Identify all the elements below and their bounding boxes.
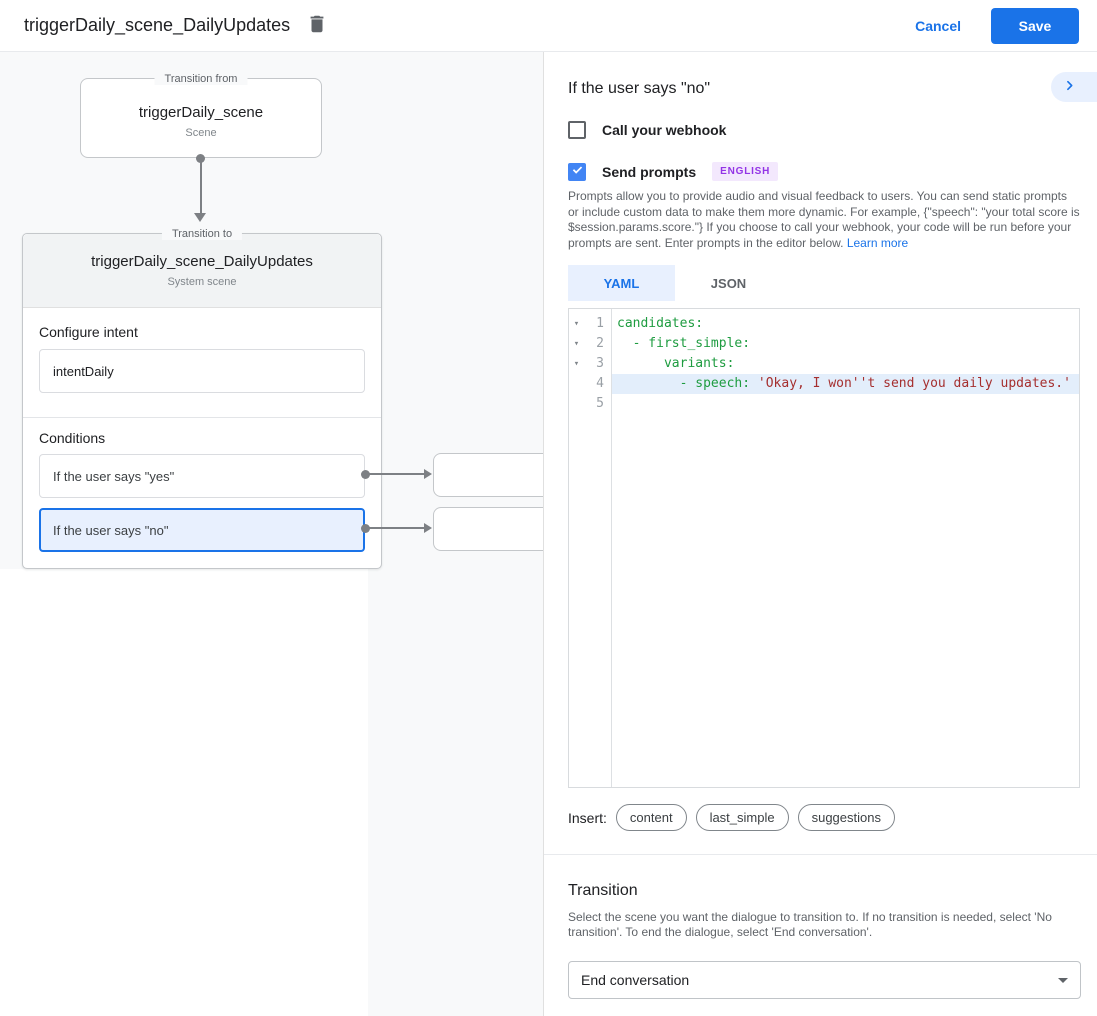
connector-arrowhead: [424, 469, 432, 479]
card-divider: [23, 417, 381, 418]
connector-line: [366, 473, 424, 475]
language-badge: ENGLISH: [712, 162, 779, 181]
yaml-key: - speech:: [617, 376, 758, 391]
yaml-string: 'Okay, I won''t send you daily updates.': [757, 376, 1071, 391]
panel-title: If the user says "no": [568, 80, 711, 97]
yaml-code-editor[interactable]: ▾ 1 ▾ 2 ▾ 3 4 5 candidates: - first_simple:…: [568, 308, 1080, 788]
condition-label: If the user says "no": [53, 522, 169, 538]
line-number: 1: [596, 316, 604, 331]
line-number: 2: [596, 336, 604, 351]
connector-dot: [361, 524, 370, 533]
webhook-label: Call your webhook: [602, 122, 727, 138]
condition-label: If the user says "yes": [53, 468, 175, 484]
from-scene-name: triggerDaily_scene: [138, 104, 264, 121]
prompts-description-text: Prompts allow you to provide audio and v…: [568, 189, 1080, 250]
code-line-highlighted: - speech: 'Okay, I won''t send you daily…: [612, 374, 1079, 394]
fold-toggle-icon: [569, 394, 584, 414]
connector-dot: [361, 470, 370, 479]
fold-toggle-icon: [569, 374, 584, 394]
scene-card-header[interactable]: triggerDaily_scene_DailyUpdates System s…: [23, 234, 381, 308]
scene-diagram-canvas: Transition from triggerDaily_scene Scene…: [0, 52, 543, 1016]
to-scene-name: triggerDaily_scene_DailyUpdates: [91, 253, 313, 270]
transition-from-card[interactable]: Transition from triggerDaily_scene Scene: [80, 73, 322, 158]
connector-dot: [196, 154, 205, 163]
line-number: 5: [596, 396, 604, 411]
fold-toggle-icon[interactable]: ▾: [573, 359, 580, 369]
yaml-key: candidates:: [617, 316, 704, 331]
insert-chip-content[interactable]: content: [615, 804, 687, 831]
learn-more-link[interactable]: Learn more: [846, 235, 909, 250]
from-scene-type: Scene: [185, 127, 217, 139]
connector-line: [366, 527, 424, 529]
connector-arrowhead: [424, 523, 432, 533]
transition-select-value: End conversation: [581, 972, 690, 988]
tab-json[interactable]: JSON: [675, 265, 782, 301]
yaml-key: variants:: [617, 356, 735, 371]
condition-editor-panel: If the user says "no" Call your webhook …: [543, 52, 1097, 1016]
configure-intent-label: Configure intent: [39, 324, 138, 340]
insert-label: Insert:: [568, 809, 607, 826]
checkmark-icon: [571, 163, 584, 181]
transition-to-legend: Transition to: [161, 228, 243, 240]
save-button[interactable]: Save: [991, 7, 1079, 44]
connector-line: [200, 160, 202, 214]
webhook-checkbox[interactable]: [568, 121, 586, 139]
code-line: [612, 394, 1079, 414]
line-number: 4: [596, 376, 604, 391]
code-line: variants:: [612, 354, 1079, 374]
collapse-panel-button[interactable]: [1051, 72, 1097, 102]
fold-toggle-icon[interactable]: ▾: [573, 319, 580, 329]
insert-row: Insert: content last_simple suggestions: [568, 804, 1080, 831]
yaml-key: - first_simple:: [617, 336, 751, 351]
editor-code-area[interactable]: candidates: - first_simple: variants: - …: [612, 309, 1079, 787]
conditions-label: Conditions: [39, 430, 106, 446]
page-title: triggerDaily_scene_DailyUpdates: [24, 15, 291, 35]
editor-format-tabs: YAML JSON: [568, 265, 1080, 301]
prompts-description: Prompts allow you to provide audio and v…: [568, 189, 1080, 251]
scene-card-body: Configure intent intentDaily Conditions …: [23, 308, 381, 552]
intent-name: intentDaily: [53, 363, 114, 379]
intent-item[interactable]: intentDaily: [39, 349, 365, 393]
editor-gutter: ▾ 1 ▾ 2 ▾ 3 4 5: [569, 309, 612, 787]
trash-icon: [306, 13, 328, 38]
fold-toggle-icon[interactable]: ▾: [573, 339, 580, 349]
line-number: 3: [596, 356, 604, 371]
condition-item-yes[interactable]: If the user says "yes": [39, 454, 365, 498]
canvas-background: [0, 569, 368, 1016]
transition-to-card: Transition to triggerDaily_scene_DailyUp…: [22, 228, 382, 569]
header-bar: triggerDaily_scene_DailyUpdates Cancel S…: [0, 0, 1097, 52]
transition-from-legend: Transition from: [154, 73, 248, 85]
transition-section: Transition Select the scene you want the…: [544, 855, 1097, 999]
dropdown-caret-icon: [1058, 977, 1068, 983]
webhook-row: Call your webhook: [568, 121, 1080, 139]
send-prompts-checkbox[interactable]: [568, 162, 586, 181]
transition-target-box[interactable]: [433, 453, 543, 497]
tab-yaml[interactable]: YAML: [568, 265, 675, 301]
send-prompts-row: Send prompts ENGLISH: [568, 162, 1080, 181]
insert-chip-last-simple[interactable]: last_simple: [695, 804, 789, 831]
to-scene-type: System scene: [167, 276, 237, 288]
insert-chip-suggestions[interactable]: suggestions: [797, 804, 895, 831]
transition-title: Transition: [568, 882, 638, 899]
delete-scene-button[interactable]: [306, 13, 328, 38]
chevron-right-icon: [1063, 79, 1076, 95]
transition-target-box[interactable]: [433, 507, 543, 551]
connector-arrowhead: [194, 213, 206, 222]
send-prompts-label: Send prompts: [602, 163, 697, 180]
transition-description: Select the scene you want the dialogue t…: [568, 910, 1052, 939]
prompts-section: If the user says "no" Call your webhook …: [544, 52, 1097, 831]
code-line: - first_simple:: [612, 334, 1079, 354]
transition-select[interactable]: End conversation: [568, 961, 1081, 999]
cancel-button[interactable]: Cancel: [903, 10, 973, 42]
code-line: candidates:: [612, 314, 1079, 334]
condition-item-no[interactable]: If the user says "no": [39, 508, 365, 552]
section-divider: [544, 854, 1097, 855]
